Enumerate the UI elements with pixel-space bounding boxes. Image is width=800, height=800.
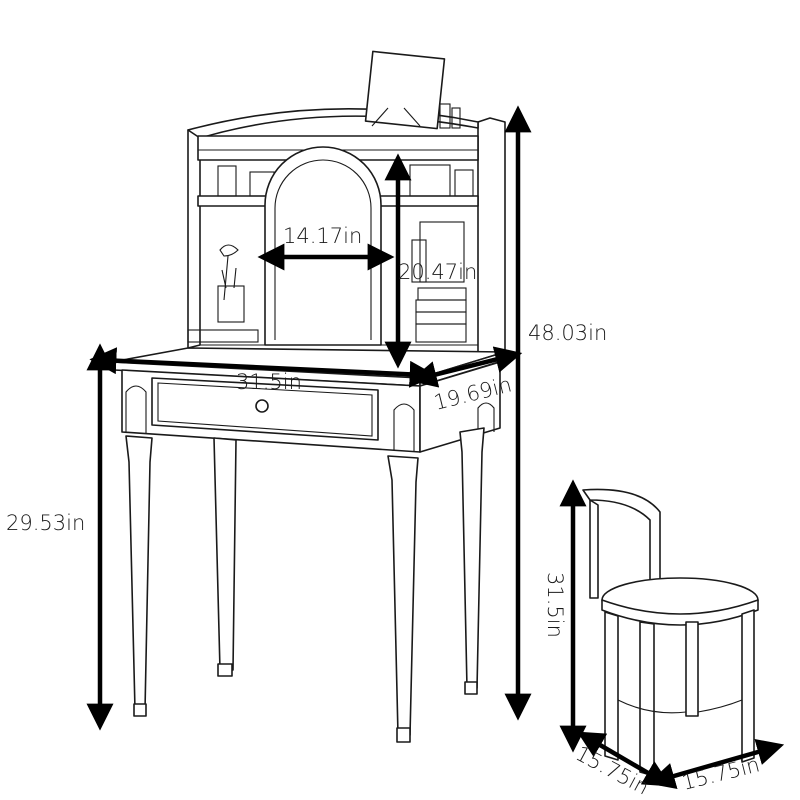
mirror-height-label: 20.47in — [398, 260, 477, 284]
table-width-arrow — [89, 347, 437, 388]
stool-chair — [582, 488, 759, 777]
table-height-label: 29.53in — [6, 511, 85, 535]
table-width-label: 31.5in — [236, 370, 302, 394]
chair-width-arrow — [647, 738, 785, 790]
total-height-label: 48.03in — [528, 321, 607, 345]
drawer-knob-icon — [255, 399, 269, 413]
table-depth-arrow — [409, 346, 523, 388]
mirror-width-label: 14.17in — [283, 224, 362, 248]
chair-width-label: 15.75in — [679, 752, 762, 794]
chair-height-label: 31.5in — [543, 572, 567, 638]
dimension-arrows — [86, 105, 785, 790]
